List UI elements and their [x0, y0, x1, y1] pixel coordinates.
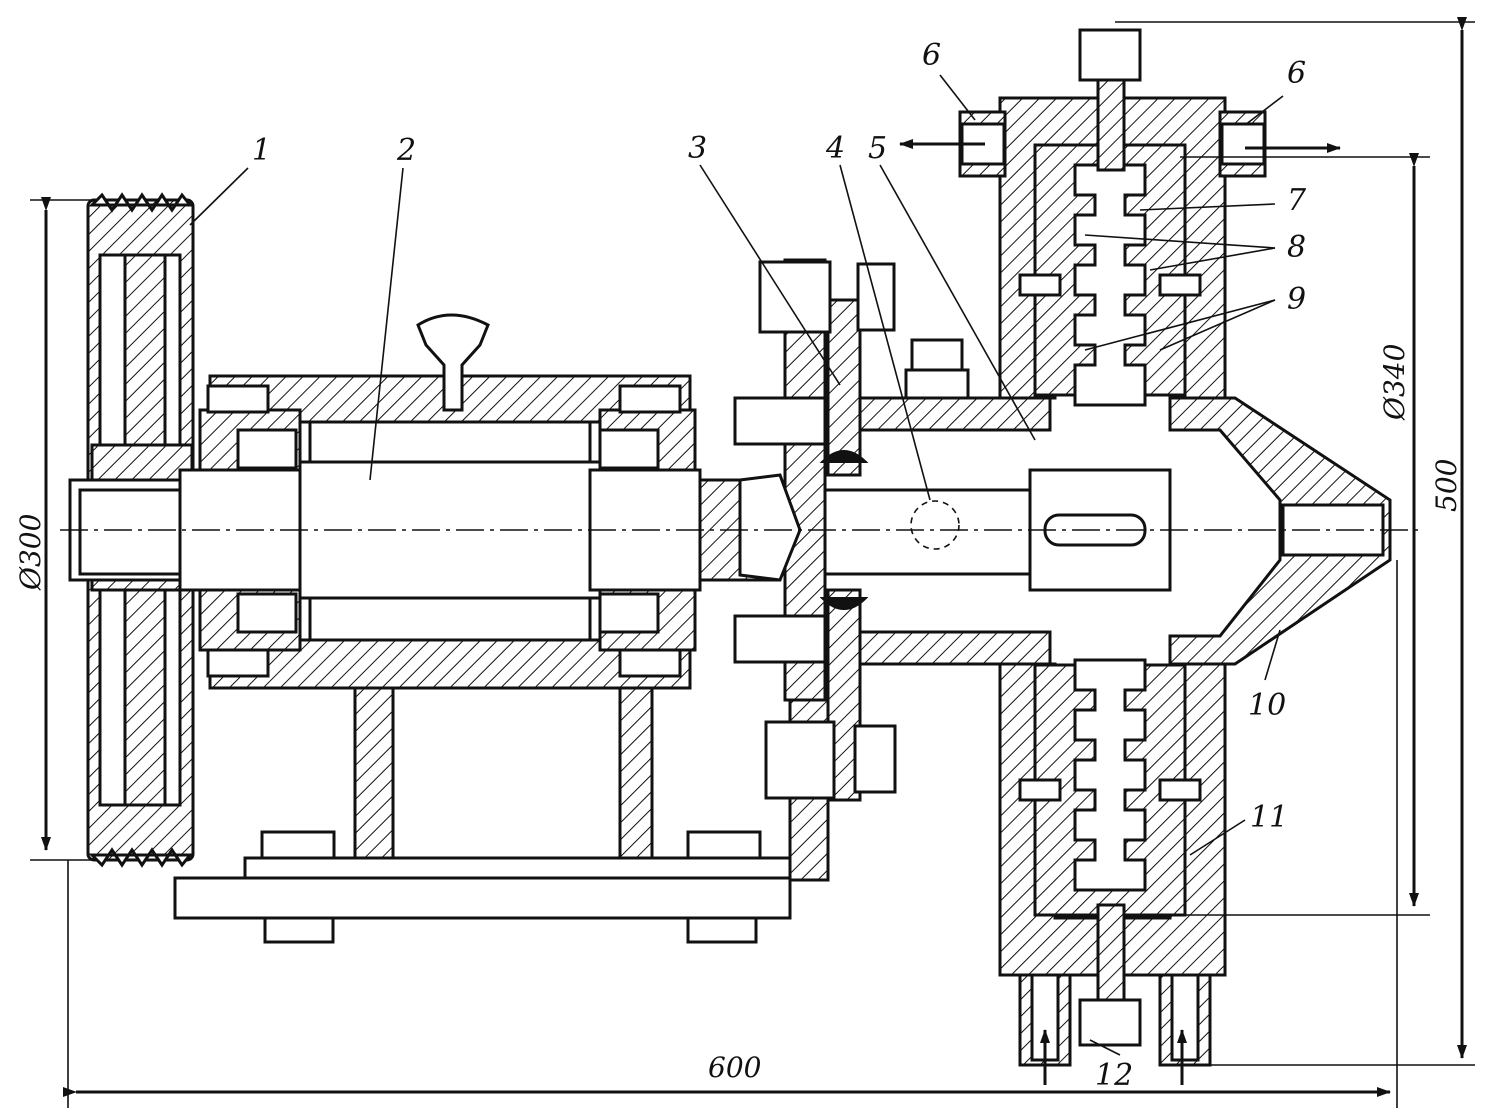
label-11: 11 — [1250, 800, 1288, 835]
label-2: 2 — [396, 133, 416, 168]
label-7: 7 — [1287, 183, 1307, 218]
label-6-right: 6 — [1287, 56, 1306, 91]
dim-pulley-diameter: Ø300 — [14, 514, 47, 591]
pump-body — [858, 338, 1392, 666]
leader-lines — [189, 74, 1284, 1056]
label-6-left: 6 — [922, 38, 941, 73]
dim-housing-diameter: Ø340 — [1378, 344, 1411, 421]
label-3: 3 — [688, 131, 707, 166]
label-8: 8 — [1287, 230, 1306, 265]
label-10: 10 — [1248, 688, 1286, 723]
label-1: 1 — [252, 133, 271, 168]
dim-overall-length: 600 — [708, 1051, 761, 1084]
support-frame — [173, 686, 830, 944]
flow-arrows — [899, 139, 1341, 1085]
coupling-flange — [698, 258, 897, 802]
bearing-housing — [198, 313, 697, 690]
label-5: 5 — [868, 131, 887, 166]
label-9: 9 — [1287, 282, 1306, 317]
label-4: 4 — [825, 131, 845, 166]
dim-overall-height: 500 — [1430, 459, 1463, 512]
label-12: 12 — [1095, 1058, 1133, 1093]
pump-stages-housing — [998, 28, 1227, 1047]
dimension-lines — [30, 17, 1475, 1108]
